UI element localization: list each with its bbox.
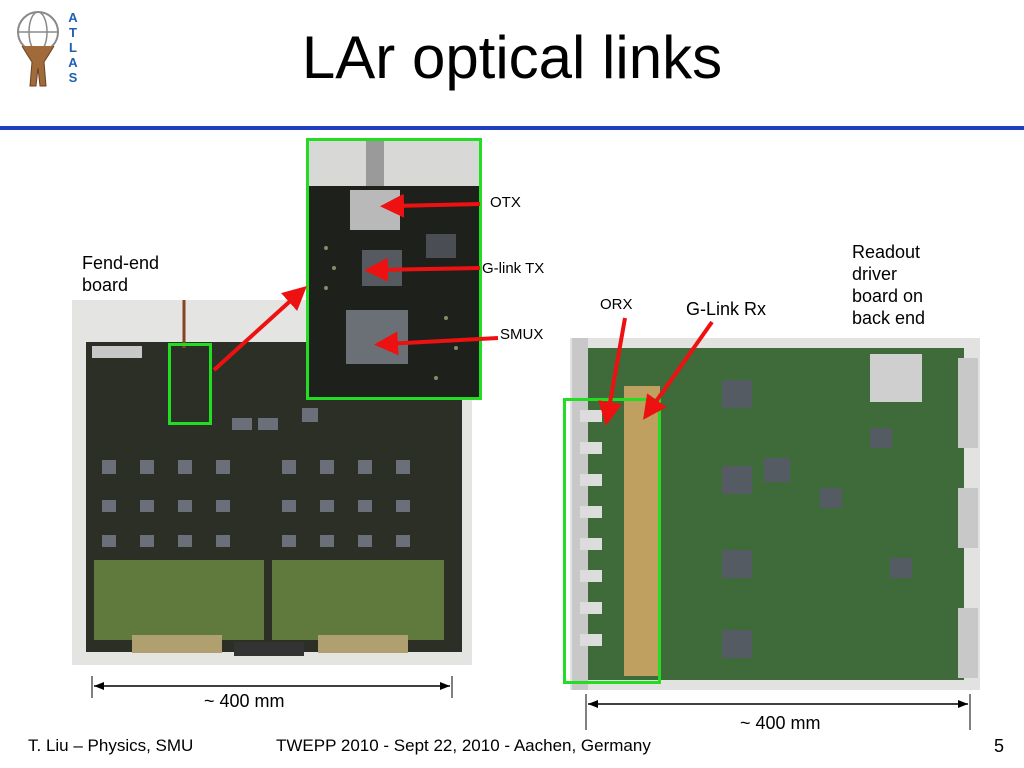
- orx-label: ORX: [600, 296, 633, 313]
- atlas-logo: A T L A S: [8, 6, 84, 90]
- logo-letter-a: A: [68, 10, 78, 25]
- front-end-label: Fend-end board: [82, 252, 159, 296]
- logo-letter-s: S: [68, 70, 78, 85]
- front-end-label-line2: board: [82, 275, 129, 295]
- front-end-highlight-box: [168, 343, 212, 425]
- otx-arrow: [380, 193, 481, 218]
- footer-conference: TWEPP 2010 - Sept 22, 2010 - Aachen, Ger…: [276, 736, 651, 755]
- otx-label: OTX: [490, 194, 521, 211]
- smux-arrow: [374, 331, 499, 356]
- logo-letter-t: T: [69, 25, 77, 40]
- logo-letter-a2: A: [68, 55, 78, 70]
- glink-tx-label: G-link TX: [482, 260, 545, 277]
- slide-title: LAr optical links: [301, 24, 723, 91]
- orx-arrow: [598, 317, 627, 426]
- readout-label-line1: Readout: [852, 242, 921, 262]
- optical-transmitter-highlight-box: [306, 138, 482, 400]
- right-dimension-label: ~ 400 mm: [740, 713, 821, 733]
- page-number: 5: [994, 736, 1005, 756]
- glink-rx-label: G-Link Rx: [686, 299, 767, 319]
- logo-letter-l: L: [69, 40, 77, 55]
- readout-label-line2: driver: [852, 264, 898, 284]
- atlas-figure-icon: [17, 11, 59, 87]
- left-dimension-label: ~ 400 mm: [204, 691, 285, 711]
- readout-driver-label: Readout driver board on back end: [852, 241, 925, 329]
- zoom-arrow: [212, 285, 307, 372]
- footer-author: T. Liu – Physics, SMU: [28, 736, 194, 755]
- glink-tx-arrow: [364, 257, 481, 282]
- title-rule: [0, 126, 1024, 130]
- glink-rx-arrow: [643, 320, 714, 420]
- smux-label: SMUX: [500, 326, 544, 343]
- front-end-label-line1: Fend-end: [82, 253, 160, 273]
- readout-label-line4: back end: [852, 308, 926, 328]
- readout-label-line3: board on: [852, 286, 924, 306]
